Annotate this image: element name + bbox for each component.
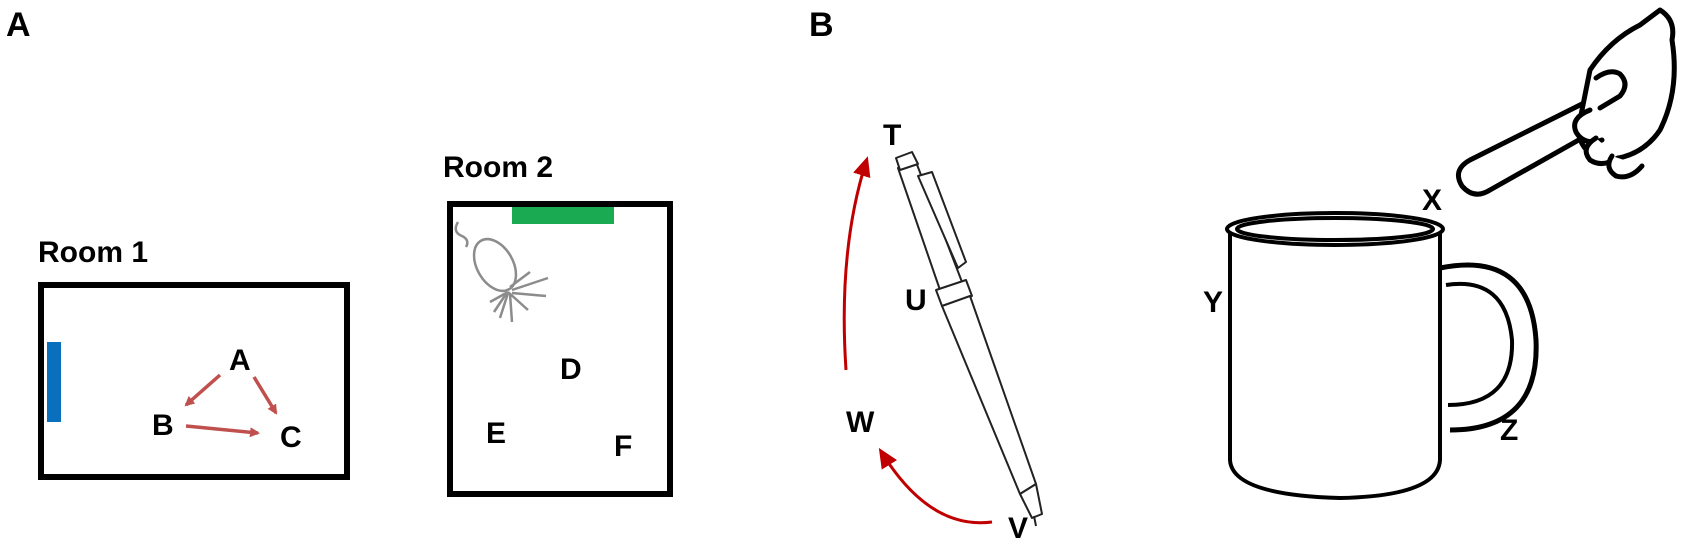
mug-point-z: Z	[1500, 414, 1518, 447]
pen-point-t: T	[883, 119, 901, 152]
pen-drawing	[895, 151, 1043, 527]
room1-cue	[47, 342, 61, 422]
room1-point-a: A	[229, 344, 251, 377]
pen-point-w: W	[846, 406, 875, 439]
room2-point-f: F	[614, 430, 632, 463]
room2-box	[447, 201, 673, 497]
arrow-v-to-w	[878, 447, 993, 525]
mug-point-x: X	[1422, 184, 1442, 217]
room2-title: Room 2	[443, 151, 553, 184]
panel-a-label: A	[6, 6, 31, 44]
room1-title: Room 1	[38, 236, 148, 269]
room2-point-d: D	[560, 353, 582, 386]
pen-point-u: U	[905, 284, 927, 317]
panel-b-label: B	[809, 6, 834, 44]
mug-drawing	[1225, 211, 1539, 501]
room1-box	[38, 282, 350, 480]
mouse-drawing	[454, 221, 549, 323]
room1-arrow-a-b	[184, 373, 222, 407]
room1-arrow-a-c	[252, 376, 278, 415]
arrow-w-to-t	[842, 156, 871, 371]
pen-point-v: V	[1008, 512, 1028, 545]
mug-point-y: Y	[1203, 286, 1223, 319]
room2-cue	[512, 207, 614, 224]
room1-arrow-b-c	[185, 424, 260, 438]
room1-point-c: C	[280, 421, 302, 454]
room2-point-e: E	[486, 417, 506, 450]
pointing-hand-icon	[1455, 7, 1677, 197]
room1-point-b: B	[152, 409, 174, 442]
